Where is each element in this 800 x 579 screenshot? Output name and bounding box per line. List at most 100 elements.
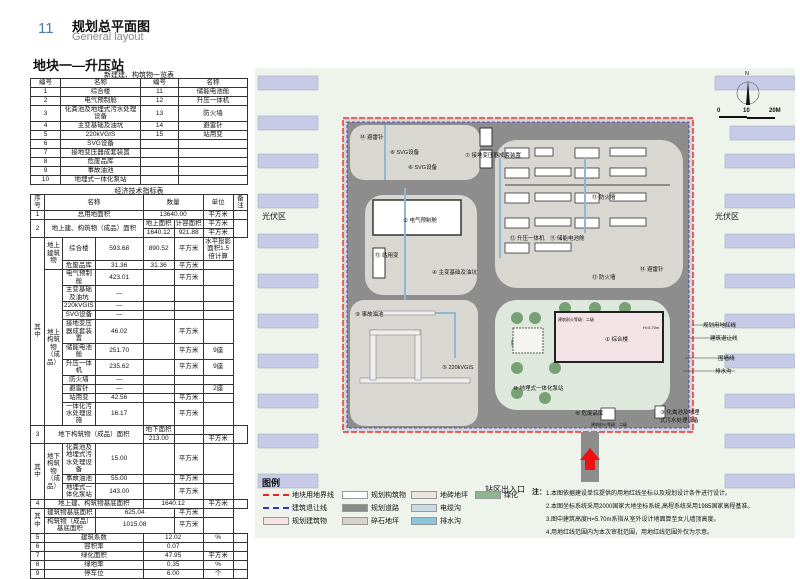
cell: 7 bbox=[30, 147, 61, 158]
cell: 平方米 bbox=[173, 319, 204, 344]
pv-panels bbox=[257, 75, 795, 489]
cell: 6 bbox=[30, 138, 61, 149]
cell: 储能电池舱 bbox=[62, 342, 96, 360]
cell: 平方米 bbox=[173, 358, 204, 376]
cell: — bbox=[94, 383, 144, 394]
map-label: H=5.70m bbox=[643, 325, 660, 330]
cell: 平方米 bbox=[173, 442, 204, 475]
cell bbox=[202, 541, 234, 552]
cell: 1 bbox=[30, 87, 61, 97]
cell: 15.00 bbox=[94, 442, 144, 475]
cell: 避雷针 bbox=[178, 120, 248, 131]
col-header: 备注 bbox=[232, 194, 249, 211]
cell: 绿化面积 bbox=[44, 550, 144, 561]
table-row: 220kVGIS— bbox=[31, 301, 248, 312]
cell: 站用变 bbox=[62, 392, 96, 403]
table-row: 主变基础及油坑— bbox=[31, 285, 248, 303]
cell bbox=[173, 301, 204, 312]
cell: 16.17 bbox=[94, 401, 144, 426]
legend-label: 规划道路 bbox=[371, 505, 399, 512]
page-number: 11 bbox=[38, 20, 54, 37]
cell: 5 bbox=[30, 129, 61, 140]
cell: 综合楼 bbox=[60, 87, 141, 97]
pv-zone-label-left: 光伏区 bbox=[262, 212, 286, 221]
note-line: 2.本图坐标系统采用2000国家大地坐标系统,高程系统采用1985国家高程基准。 bbox=[546, 504, 754, 510]
cell: 31.36 bbox=[94, 260, 144, 271]
scale-0: 0 bbox=[717, 108, 721, 114]
cell: 平方米 bbox=[202, 227, 234, 238]
cell: — bbox=[94, 374, 144, 385]
note-line: 4.用地红线范围内为本次审批范围，用地红线范围外仅为示意。 bbox=[546, 530, 714, 536]
cell: 平方米 bbox=[173, 269, 204, 287]
cell: 1640.12 bbox=[142, 227, 175, 238]
cell bbox=[140, 156, 179, 167]
setback-line-swatch bbox=[263, 507, 289, 509]
scale-bar bbox=[719, 116, 775, 119]
cell: 平方米 bbox=[173, 473, 204, 484]
road-swatch bbox=[342, 504, 368, 512]
cell bbox=[178, 165, 248, 176]
cell: 1640.12 bbox=[142, 498, 204, 509]
legend-item: 电缆沟 bbox=[411, 503, 461, 513]
notes-label: 注： bbox=[532, 489, 546, 496]
legend-label: 规划建筑物 bbox=[292, 518, 327, 525]
cell: 890.52 bbox=[142, 236, 175, 262]
cell: 8 bbox=[30, 156, 61, 167]
cell: 平方米 bbox=[173, 516, 204, 534]
buildings-table-caption: 新建建、构筑物一览表 bbox=[104, 72, 174, 79]
cell: 事故油池 bbox=[62, 473, 96, 484]
cell bbox=[173, 433, 204, 444]
cell: 220kVGIS bbox=[60, 129, 141, 140]
cell: 地埋式一体化泵站 bbox=[60, 174, 141, 185]
cell: 危废品库 bbox=[62, 260, 96, 271]
section-title: 地块一—升压站 bbox=[33, 58, 125, 73]
cell: 危废品库 bbox=[60, 156, 141, 167]
entrance-label: 站区出入口 bbox=[485, 485, 525, 494]
cell bbox=[202, 310, 234, 321]
col-header: 编号 bbox=[140, 78, 179, 88]
cell: 10 bbox=[30, 174, 61, 185]
cell bbox=[142, 482, 175, 500]
cell: 220kVGIS bbox=[62, 301, 96, 312]
cell bbox=[202, 301, 234, 312]
econ-table-caption: 经济技术指标表 bbox=[114, 188, 164, 195]
cell: 625.04 bbox=[94, 507, 175, 518]
cell: SVG设备 bbox=[62, 310, 96, 321]
cell: 0.07 bbox=[142, 541, 204, 552]
legend-label: 绿化 bbox=[504, 492, 518, 499]
callout-label: 规划用地红线 bbox=[703, 323, 737, 329]
legend-label: 地块用地界线 bbox=[292, 492, 334, 499]
legend-label: 电缆沟 bbox=[440, 505, 461, 512]
col-header: 名称 bbox=[60, 78, 141, 88]
cell: % bbox=[202, 532, 234, 543]
cell: 213.00 bbox=[142, 433, 175, 444]
cell: 31.36 bbox=[142, 260, 175, 271]
cable-trench-swatch bbox=[411, 504, 437, 512]
cell bbox=[142, 392, 175, 403]
legend-item: 建筑退让线 bbox=[263, 503, 327, 513]
cell: 个 bbox=[202, 568, 234, 579]
map-label: ⑥ SVG设备 bbox=[390, 150, 420, 156]
cell: 主变基础及油坑 bbox=[60, 120, 141, 131]
map-label: ① 综合楼 bbox=[605, 337, 628, 343]
note-line: 3.图中建筑高度H=5.70m系指从室外设计地面算至女儿墙顶高度。 bbox=[546, 517, 720, 523]
cell: 423.01 bbox=[94, 269, 144, 287]
map-label: ⑨ 事故油池 bbox=[355, 312, 384, 318]
cell bbox=[142, 342, 175, 360]
cell: — bbox=[94, 301, 144, 312]
cell: 防火墙 bbox=[62, 374, 96, 385]
cell bbox=[202, 516, 234, 534]
legend-item: 绿化 bbox=[475, 490, 518, 500]
cell: 42.56 bbox=[94, 392, 144, 403]
cell bbox=[142, 473, 175, 484]
cell bbox=[202, 482, 234, 500]
